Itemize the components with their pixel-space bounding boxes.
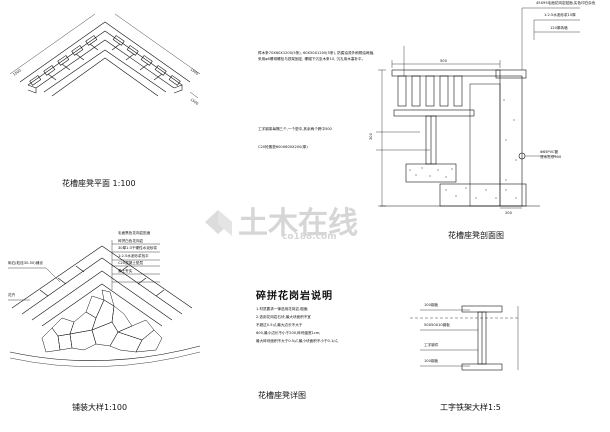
notes-item-3: 不超过0.5㎡,最大边长不大于 xyxy=(256,323,303,327)
paving-leaders xyxy=(8,240,160,301)
plan-title: 花槽座凳平面 1:100 xyxy=(62,179,136,188)
section-hatch xyxy=(409,99,517,199)
paving-callout-3: 30厚1:3干硬性水泥砂浆 xyxy=(118,246,158,250)
section-callout-steel: 工字钢架每隔三个,一个垫中,其余两个跨中500 xyxy=(258,127,332,131)
steel-label-1: 100钢板 xyxy=(424,303,439,307)
paving-callout-1: 毛面黑色花岗岩贴面 xyxy=(118,231,151,235)
svg-text:1500: 1500 xyxy=(189,98,199,106)
plan-view-drawing xyxy=(9,13,201,99)
notes-item-1: 1.材质要求一律选用花岗岩,粗面; xyxy=(256,307,309,311)
steel-detail-drawing xyxy=(410,305,520,371)
section-callout-pipe: Φ65PVC管 泄水孔@900 xyxy=(540,150,562,160)
section-dims: 500 200 300 xyxy=(369,59,513,215)
pvc-pipe xyxy=(518,152,556,160)
section-leaders xyxy=(376,7,580,151)
paving-title: 铺装大样1:100 xyxy=(72,403,128,412)
paving-left-callout-2: 花卉 xyxy=(8,293,16,297)
watermark-logo-text: 土木在线 xyxy=(238,206,358,241)
steel-title: 工字铁架大样1:5 xyxy=(440,403,501,412)
steel-label-3: 工字钢件 xyxy=(424,343,439,347)
paving-detail-drawing xyxy=(9,245,201,367)
section-dim-wall: 200 xyxy=(505,211,513,215)
section-title: 花槽座凳剖面图 xyxy=(448,231,504,240)
paving-callout-6: 素土夯实 xyxy=(118,269,133,273)
section-callout-top-1: 45X95毛面花岗岩贴面,实色印白杂色 xyxy=(536,1,596,5)
watermark-logo xyxy=(205,210,232,236)
section-callout-wood: 樟木条70X60X1200(5条), 60X50X1200(5条), 防腐油漆外… xyxy=(258,51,375,62)
section-dim-height: 300 xyxy=(369,132,373,140)
section-callout-top-2: 1:2.5水泥砂浆15厚 xyxy=(544,13,576,17)
paving-left-callout-1: 砾石(粒径30-50)铺设 xyxy=(8,261,43,265)
paving-callout-2: 碎拼白色花岗岩 xyxy=(118,239,144,243)
steel-label-2: 50X50X10钢板 xyxy=(424,323,450,327)
svg-text:1500: 1500 xyxy=(189,68,199,76)
watermark-logo-subtext: co188.com xyxy=(282,232,337,242)
section-dim-width: 500 xyxy=(440,59,448,63)
notes-title: 碎拼花岗岩说明 xyxy=(256,291,333,302)
section-callout-base: C20砼素垫600X600X200(厚) xyxy=(258,145,308,149)
sheet-title: 花槽座凳详图 xyxy=(258,391,306,400)
section-drawing xyxy=(378,60,540,209)
section-callout-top-3: 120厚砖墙 xyxy=(550,26,568,30)
notes-item-5: 最大碎块面积不大于0.5㎡,最小块面积不小于0.1㎡。 xyxy=(256,339,341,343)
notes-item-4: 600,最小边长不小于200,碎块缝宽1cm; xyxy=(256,331,321,335)
svg-text:1500: 1500 xyxy=(12,68,22,76)
crazy-paving-pattern xyxy=(41,289,163,353)
paving-callout-5: C20混凝土垫层 xyxy=(118,261,144,265)
paving-callout-4: 1:2.5水泥砂浆找平 xyxy=(118,254,149,258)
steel-label-4: 100钢板 xyxy=(424,359,439,363)
notes-item-2: 2.选用花岗岩石块,最大块面积不宜 xyxy=(256,315,311,319)
plan-dim-ticks: 1500 1500 1500 xyxy=(12,68,199,106)
